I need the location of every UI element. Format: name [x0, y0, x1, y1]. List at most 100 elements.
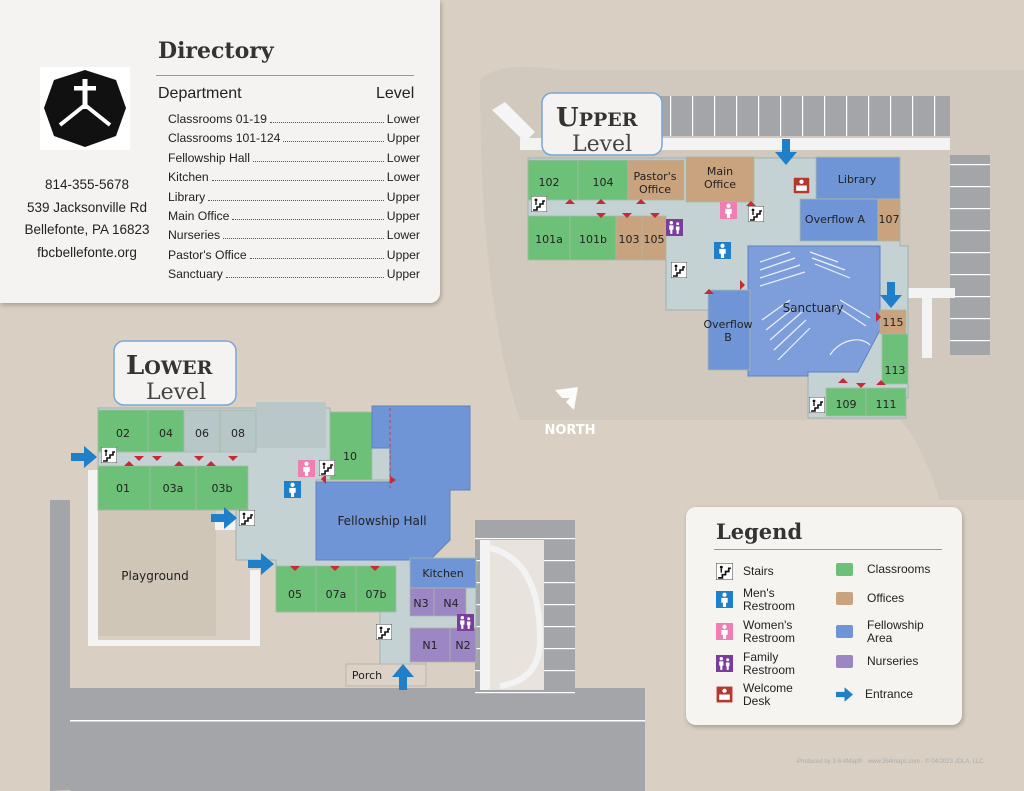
lower-level-grounds	[50, 470, 645, 791]
label-109: 109	[836, 398, 857, 411]
legend-item-classrooms: Classrooms	[836, 563, 930, 576]
room-03b	[195, 465, 249, 511]
room-pastors-office	[627, 159, 685, 201]
legend-item-stairs: Stairs	[716, 563, 774, 580]
family-restroom-icon	[666, 219, 683, 236]
lower-level-floorplan: 02 04 06 08 10 01 03a 03b Fellowship Hal…	[71, 340, 477, 690]
lower-level-subtitle: Level	[146, 380, 206, 405]
mens-restroom-icon	[716, 591, 733, 608]
stairs-icon	[376, 624, 392, 640]
room-101a	[527, 215, 571, 261]
room-113	[881, 333, 909, 385]
label-library: Library	[838, 173, 877, 186]
phone: 814-355-5678	[44, 177, 130, 192]
welcome-desk-icon	[793, 177, 810, 194]
legend-item-nurseries: Nurseries	[836, 655, 918, 668]
room-01	[97, 465, 151, 511]
address-line-1: 539 Jacksonville Rd	[26, 199, 148, 215]
label-pastors-office-2: Office	[639, 183, 671, 196]
room-n4	[433, 587, 467, 617]
welcome-desk-icon	[716, 686, 733, 703]
north-arrow-icon: NORTH	[544, 387, 596, 438]
legend-item-entrance: Entrance	[836, 686, 913, 703]
directory-panel: 814-355-5678 539 Jacksonville Rd Bellefo…	[0, 0, 440, 303]
label-overflow-b-1: Overflow	[703, 318, 752, 331]
directory-title: Directory	[158, 38, 274, 64]
stairs-icon	[809, 397, 825, 413]
room-n3	[409, 587, 435, 617]
office-swatch	[836, 592, 853, 605]
room-kitchen	[409, 557, 477, 589]
room-107	[877, 198, 901, 242]
room-104	[577, 159, 629, 201]
label-113: 113	[885, 364, 906, 377]
label-n1: N1	[422, 639, 437, 652]
stairs-icon	[239, 510, 255, 526]
label-07b: 07b	[366, 588, 387, 601]
upper-level-title: UPPER	[556, 103, 638, 133]
label-101b: 101b	[579, 233, 607, 246]
label-fellowship-hall: Fellowship Hall	[337, 514, 426, 528]
label-kitchen: Kitchen	[422, 567, 463, 580]
entrance-arrow-icon	[836, 686, 853, 703]
family-restroom-icon	[716, 655, 733, 672]
label-porch: Porch	[352, 669, 382, 682]
nursery-swatch	[836, 655, 853, 668]
room-109	[825, 387, 867, 417]
label-main-office-2: Office	[704, 178, 736, 191]
room-10	[329, 411, 373, 481]
map-credit: Produced by 3-6-4Map® · www.364maps.com …	[797, 759, 984, 765]
room-102	[527, 159, 579, 201]
room-111	[865, 387, 907, 417]
directory-divider	[156, 75, 414, 76]
room-overflow-a	[799, 198, 879, 242]
stairs-icon	[319, 460, 335, 476]
legend-item-offices: Offices	[836, 592, 904, 605]
label-102: 102	[539, 176, 560, 189]
label-05: 05	[288, 588, 302, 601]
label-10: 10	[343, 450, 357, 463]
room-05	[275, 565, 317, 613]
room-101b	[569, 215, 617, 261]
stairs-icon	[716, 563, 733, 580]
room-08	[219, 409, 257, 453]
room-04	[147, 409, 185, 453]
label-07a: 07a	[326, 588, 347, 601]
directory-header-level: Level	[376, 85, 415, 102]
label-111: 111	[876, 398, 897, 411]
label-06: 06	[195, 427, 209, 440]
room-07a	[315, 565, 357, 613]
stairs-icon	[101, 447, 117, 463]
family-restroom-icon	[457, 614, 474, 631]
label-104: 104	[593, 176, 614, 189]
womens-restroom-icon	[716, 623, 733, 640]
label-pastors-office-1: Pastor's	[634, 170, 677, 183]
website: fbcbellefonte.org	[37, 244, 137, 260]
north-label: NORTH	[544, 423, 595, 438]
stairs-icon	[531, 196, 547, 212]
room-n2	[449, 627, 477, 663]
room-06	[183, 409, 221, 453]
contact-info: 814-355-5678 539 Jacksonville Rd Bellefo…	[12, 174, 162, 264]
fellowship-swatch	[836, 625, 853, 638]
classroom-swatch	[836, 563, 853, 576]
label-103: 103	[619, 233, 640, 246]
label-n2: N2	[455, 639, 470, 652]
label-sanctuary: Sanctuary	[783, 301, 844, 315]
room-overflow-b	[707, 289, 751, 371]
